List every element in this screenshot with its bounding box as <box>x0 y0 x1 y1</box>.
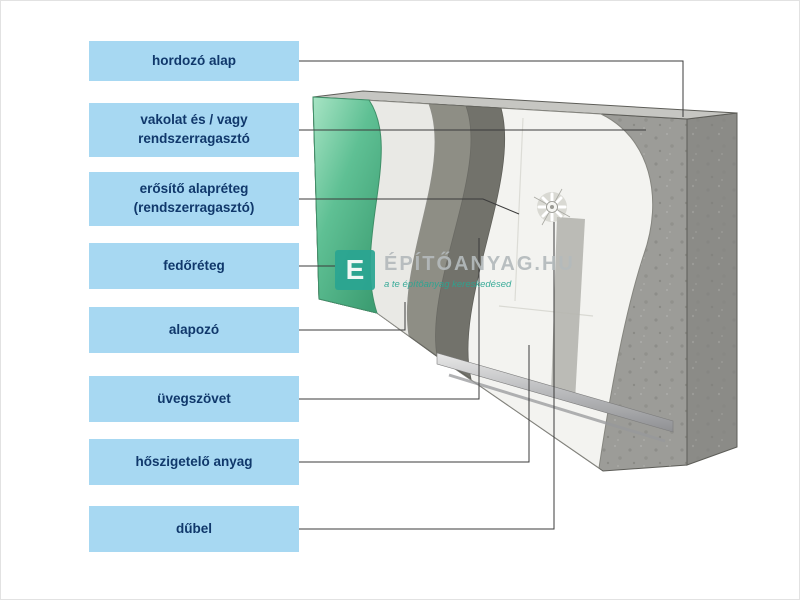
watermark-tagline: a te építőanyag kereskedésed <box>384 279 512 290</box>
dowel-icon <box>533 188 571 226</box>
watermark-logo: E <box>335 250 375 290</box>
label-hordozo-alap: hordozó alap <box>89 41 299 81</box>
leader-line-dubel <box>299 222 555 530</box>
label-hoszigetelo-anyag: hőszigetelő anyag <box>89 439 299 485</box>
label-fedoreteg: fedőréteg <box>89 243 299 289</box>
label-vakolat: vakolat és / vagy rendszerragasztó <box>89 103 299 157</box>
leader-line-erosito-alapreteg <box>299 198 520 215</box>
board-joint-vertical <box>514 117 524 302</box>
watermark-text: ÉPÍTŐANYAG.HU a te építőanyag kereskedés… <box>384 250 575 290</box>
watermark: E ÉPÍTŐANYAG.HU a te építőanyag keresked… <box>335 250 575 290</box>
leader-line-uvegszovet <box>299 238 480 400</box>
watermark-brand: ÉPÍTŐANYAG.HU <box>384 253 575 275</box>
insulation-recess <box>551 217 585 401</box>
leader-line-hordozo-alap <box>299 60 684 117</box>
label-alapozo: alapozó <box>89 307 299 353</box>
leader-line-alapozo <box>299 302 406 331</box>
label-erosito-alapreteg: erősítő alapréteg (rendszerragasztó) <box>89 172 299 226</box>
label-dubel: dűbel <box>89 506 299 552</box>
leader-line-hoszigetelo <box>299 345 530 463</box>
label-uvegszovet: üvegszövet <box>89 376 299 422</box>
base-rail-profile <box>436 352 674 443</box>
